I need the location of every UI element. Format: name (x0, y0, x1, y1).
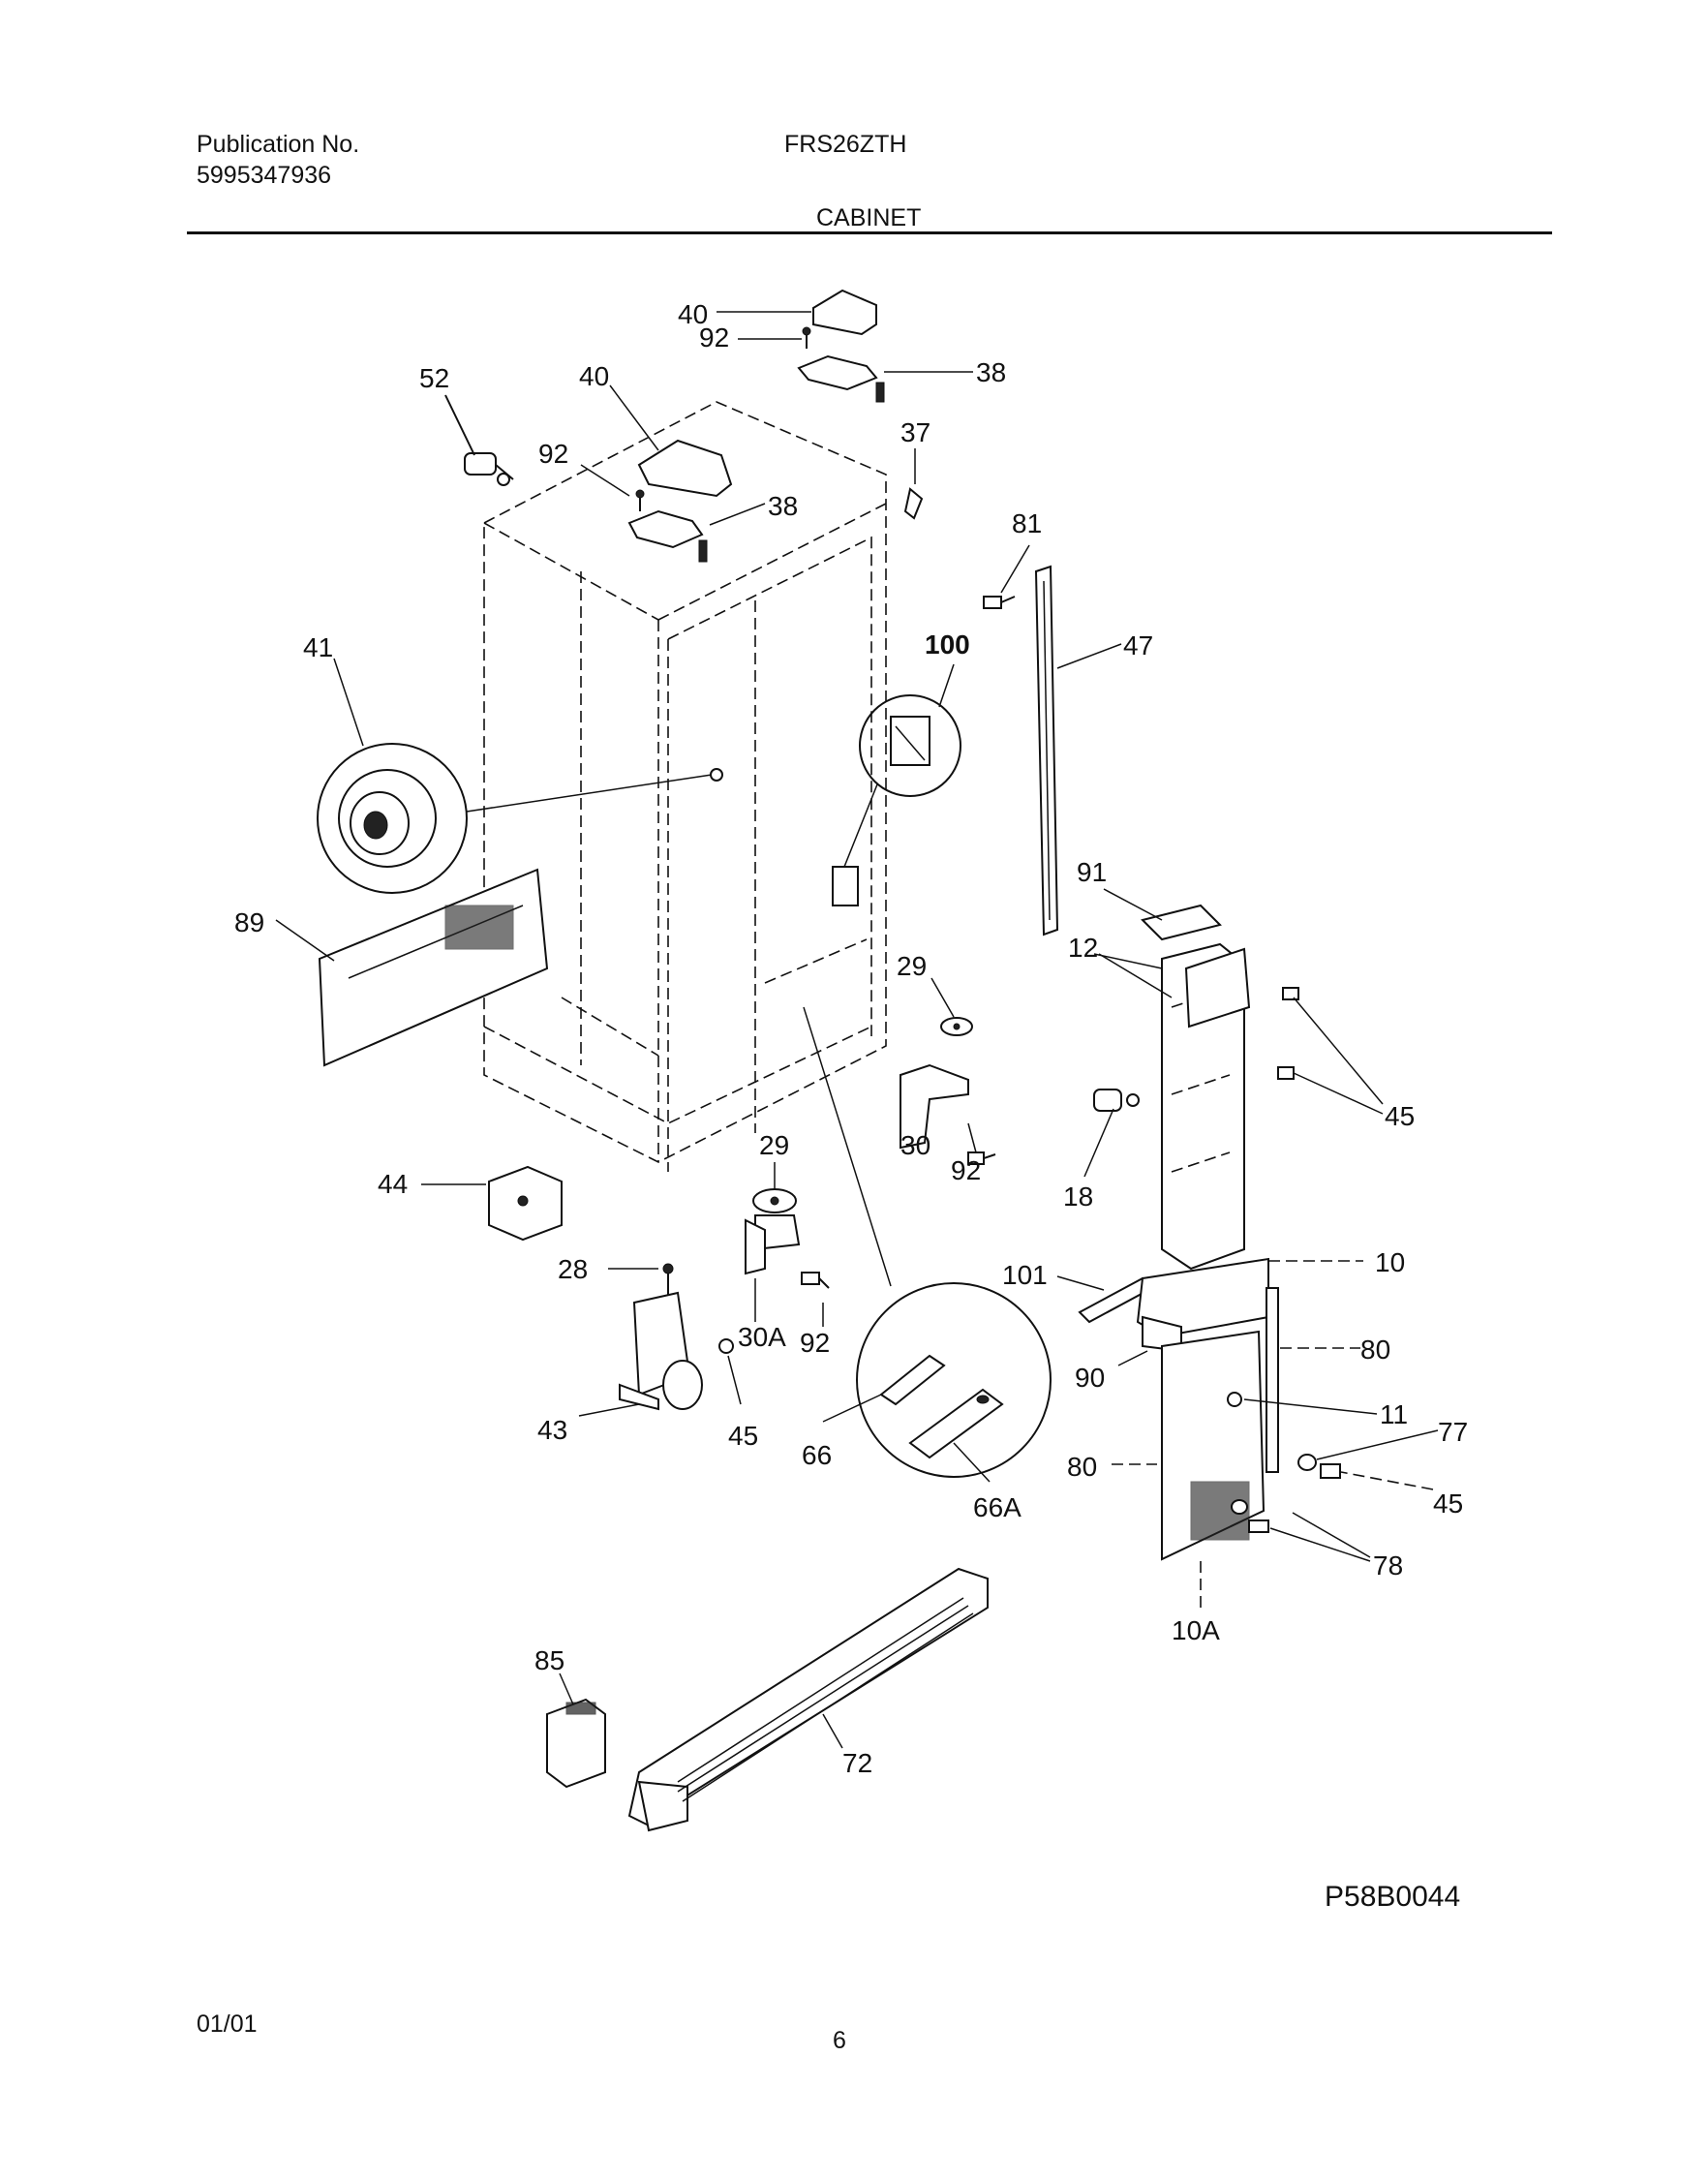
detail-circle-66 (803, 1006, 1052, 1478)
cabinet-body (483, 401, 887, 1172)
screw-top-left (635, 489, 645, 511)
rail-47 (1034, 565, 1059, 936)
callout-77: 77 (1438, 1417, 1468, 1447)
panel-89 (318, 868, 549, 1067)
callout-37: 37 (900, 417, 930, 447)
callout-45-upper: 45 (1385, 1101, 1415, 1131)
screw-28 (662, 1263, 674, 1298)
rail-80-right (1266, 1287, 1279, 1473)
part-18 (1093, 1089, 1140, 1112)
part-37 (903, 487, 924, 520)
screw-45-lower (1320, 1463, 1341, 1479)
callout-41: 41 (303, 632, 333, 662)
callout-92-top: 92 (699, 322, 729, 353)
part-52 (464, 452, 514, 486)
washer-29-right (940, 1017, 973, 1036)
model-number: FRS26ZTH (784, 131, 907, 158)
callout-38-cabinet: 38 (768, 491, 798, 521)
part-85 (546, 1698, 606, 1789)
callout-81: 81 (1012, 508, 1042, 538)
callout-10A: 10A (1172, 1615, 1220, 1645)
callout-85: 85 (534, 1645, 564, 1675)
callout-44: 44 (378, 1169, 408, 1199)
callout-12: 12 (1068, 933, 1098, 963)
figure-id: P58B0044 (1325, 1881, 1460, 1913)
detail-circle-100 (832, 694, 961, 906)
callout-18: 18 (1063, 1182, 1093, 1212)
kickplate-72 (627, 1567, 989, 1832)
washer-29-left (752, 1188, 801, 1251)
callout-90: 90 (1075, 1363, 1105, 1393)
publication-label: Publication No. (197, 131, 360, 158)
part-44 (488, 1165, 563, 1242)
screw-45-upper (1277, 987, 1299, 1080)
detail-circle-41 (317, 743, 723, 894)
callout-66A: 66A (973, 1492, 1022, 1522)
screw-92-left (801, 1272, 830, 1289)
callout-10: 10 (1375, 1247, 1405, 1277)
hinge-top-right (797, 354, 885, 403)
callout-40-top: 40 (678, 299, 708, 329)
hinge-top-left (627, 509, 708, 563)
caster-43 (619, 1291, 703, 1411)
bracket-10-lower (1136, 1257, 1269, 1353)
callout-92-cabinet: 92 (538, 439, 568, 469)
callout-78: 78 (1373, 1550, 1403, 1581)
callout-38-top: 38 (976, 357, 1006, 387)
footer-date: 01/01 (197, 2010, 258, 2038)
bracket-30A (745, 1218, 766, 1275)
frame-10 (1161, 942, 1245, 1271)
callout-91: 91 (1077, 857, 1107, 887)
callout-29-left: 29 (759, 1130, 789, 1160)
callout-92-right: 92 (951, 1155, 981, 1185)
publication-number: 5995347936 (197, 162, 332, 189)
callout-92-left: 92 (800, 1328, 830, 1358)
bracket-30 (900, 1063, 969, 1150)
page-number: 6 (833, 2027, 846, 2054)
callout-89: 89 (234, 907, 264, 937)
screws-78 (1231, 1499, 1269, 1533)
screw-81 (983, 596, 1016, 609)
hinge-cover-top-left (637, 439, 733, 498)
callout-45-lower: 45 (1433, 1488, 1463, 1519)
callout-43: 43 (537, 1415, 567, 1445)
callout-52: 52 (419, 363, 449, 393)
callout-66: 66 (802, 1440, 832, 1470)
part-12 (1184, 947, 1251, 1028)
callout-11: 11 (1380, 1399, 1408, 1429)
hinge-cover-top-right (812, 289, 877, 336)
section-title: CABINET (816, 204, 922, 231)
callout-100: 100 (925, 629, 970, 660)
callout-72: 72 (842, 1748, 872, 1778)
screw-top-right (802, 326, 811, 349)
callout-40-cabinet: 40 (579, 361, 609, 391)
header-rule (187, 231, 1552, 234)
bracket-91 (1141, 904, 1222, 941)
callout-101: 101 (1002, 1260, 1048, 1290)
callout-labels: 40 92 38 52 40 92 37 38 81 100 47 41 91 … (234, 299, 1468, 1778)
callout-80-left: 80 (1067, 1452, 1097, 1482)
leader-lines (275, 311, 1439, 1749)
callout-28: 28 (558, 1254, 588, 1284)
washer-77 (1297, 1454, 1317, 1471)
screw-45-left (718, 1338, 734, 1354)
callout-47: 47 (1123, 630, 1153, 660)
callout-80-right: 80 (1360, 1335, 1390, 1365)
callout-30A: 30A (738, 1322, 786, 1352)
callout-29-right: 29 (897, 951, 927, 981)
callout-30: 30 (900, 1130, 930, 1160)
callout-45-left: 45 (728, 1421, 758, 1451)
